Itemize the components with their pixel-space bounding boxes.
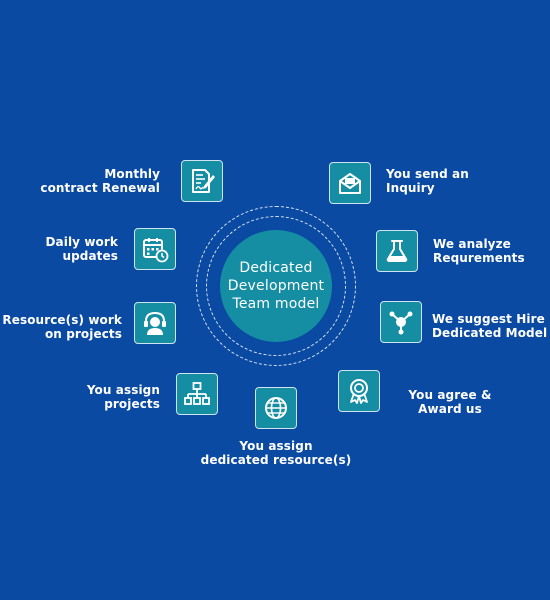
step-inquiry-icon-box (329, 162, 371, 204)
step-daily-updates-label: Daily work updates (45, 235, 118, 263)
envelope-icon (339, 173, 361, 194)
step-assign-resources-label: You assign dedicated resource(s) (200, 439, 352, 467)
network-nodes-icon (389, 311, 413, 335)
step-suggest-label: We suggest Hire Dedicated Model (432, 312, 548, 340)
center-title: Dedicated Development Team model (227, 260, 325, 312)
step-inquiry-label: You send an Inquiry (386, 167, 469, 195)
contract-edit-icon (192, 169, 215, 193)
step-assign-projects-icon-box (176, 373, 218, 415)
award-badge-icon (350, 379, 368, 404)
calendar-clock-icon (143, 238, 169, 263)
step-suggest-icon-box (380, 301, 422, 343)
flask-icon (386, 240, 408, 262)
step-renewal-icon-box (181, 160, 223, 202)
step-resources-work-label: Resource(s) work on projects (2, 313, 122, 341)
step-agree-label: You agree & Award us (408, 388, 492, 416)
center-circle: Dedicated Development Team model (220, 230, 332, 342)
inner-dashed-ring (206, 216, 346, 356)
step-daily-updates-icon-box (134, 228, 176, 270)
org-chart-icon (184, 382, 210, 405)
step-analyze-label: We analyze Requrements (433, 237, 525, 265)
step-assign-projects-label: You assign projects (86, 383, 160, 411)
support-headset-icon (144, 311, 166, 335)
globe-icon (265, 397, 287, 419)
step-assign-resources-icon-box (255, 387, 297, 429)
outer-dashed-ring (196, 206, 356, 366)
step-resources-work-icon-box (134, 302, 176, 344)
step-analyze-icon-box (376, 230, 418, 272)
step-renewal-label: Monthly contract Renewal (40, 167, 160, 195)
step-agree-icon-box (338, 370, 380, 412)
